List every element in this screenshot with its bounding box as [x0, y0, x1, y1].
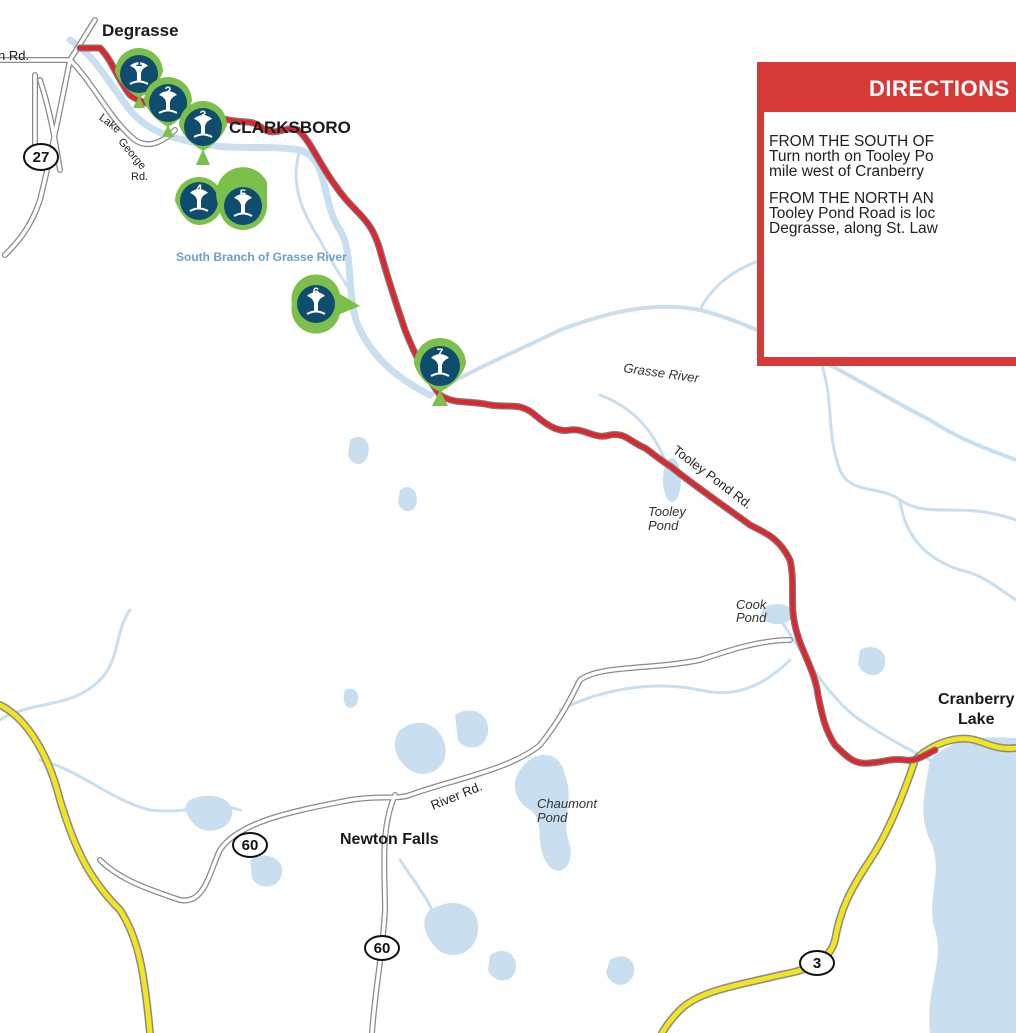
water-features — [185, 436, 1016, 1033]
lake-west-b — [455, 710, 489, 748]
town-cranberry-lake-2: Lake — [958, 711, 995, 728]
tooley-pond-label-1: Tooley — [648, 504, 687, 519]
grasse-river — [428, 304, 1016, 462]
lake-mid-b — [398, 487, 417, 512]
svg-text:7: 7 — [437, 346, 444, 360]
lake-mid-c — [343, 688, 359, 708]
rivers — [0, 36, 1016, 932]
svg-text:60: 60 — [374, 940, 391, 957]
svg-text:3: 3 — [813, 955, 821, 972]
road-label-partial: n Rd. — [0, 48, 29, 63]
cook-pond-label-2: Pond — [736, 610, 767, 625]
from-south-line-2: Turn north on Tooley Po — [769, 148, 934, 165]
waterfall-marker-2[interactable]: 2 — [144, 77, 192, 137]
tooley-pond-label-2: Pond — [648, 518, 679, 533]
directions-title: DIRECTIONS T — [869, 76, 1016, 101]
stream-clarksboro — [294, 148, 352, 292]
lake-george-road-label-3: Rd. — [131, 171, 148, 183]
svg-text:27: 27 — [33, 149, 50, 166]
lake-se — [858, 647, 886, 676]
town-degrasse: Degrasse — [102, 21, 179, 40]
from-north-line-2: Tooley Pond Road is loc — [769, 205, 936, 222]
svg-text:Lake: Lake — [97, 112, 123, 136]
directions-panel: DIRECTIONS T FROM THE SOUTH OF Turn nort… — [757, 62, 1016, 366]
tooley-pond-route — [76, 44, 939, 767]
route-27-shield: 27 — [23, 143, 59, 171]
route-60-shield-west: 60 — [232, 832, 268, 858]
svg-text:5: 5 — [240, 187, 247, 201]
south-branch-label: South Branch of Grasse River — [176, 250, 347, 264]
svg-text:4: 4 — [196, 182, 203, 196]
svg-text:1: 1 — [136, 55, 143, 69]
from-south-line-1: FROM THE SOUTH OF — [769, 133, 935, 150]
route-3-shield: 3 — [799, 950, 835, 976]
svg-text:3: 3 — [200, 108, 207, 122]
town-cranberry-lake-1: Cranberry — [938, 691, 1015, 708]
directions-from-north: FROM THE NORTH AN Tooley Pond Road is lo… — [769, 190, 1016, 237]
town-newton-falls: Newton Falls — [340, 831, 439, 848]
directions-from-south: FROM THE SOUTH OF Turn north on Tooley P… — [769, 133, 1016, 180]
route-line — [77, 45, 938, 766]
waterfall-marker-7[interactable]: 7 — [414, 338, 466, 406]
waterfall-marker-1[interactable]: 1 — [115, 48, 163, 108]
lake-george-road-label: Lake — [97, 112, 123, 136]
stream-south — [398, 858, 442, 932]
svg-text:Grasse River: Grasse River — [623, 360, 701, 386]
state-highways — [0, 701, 1016, 1033]
lake-e — [606, 956, 635, 985]
lake-south-a — [424, 902, 479, 956]
stream-sw — [38, 758, 242, 813]
town-clarksboro: CLARKSBORO — [229, 118, 351, 137]
cranberry-lake-water — [923, 737, 1016, 1033]
chaumont-pond-label-2: Pond — [537, 810, 568, 825]
waterfall-marker-3[interactable]: 3 — [179, 101, 227, 165]
chaumont-pond-water — [514, 754, 571, 871]
chaumont-pond-label-1: Chaumont — [537, 796, 598, 811]
stream-cook — [775, 612, 932, 762]
svg-text:2: 2 — [165, 84, 172, 98]
from-north-line-1: FROM THE NORTH AN — [769, 190, 934, 207]
lake-mid-a — [348, 436, 369, 465]
from-south-line-3: mile west of Cranberry — [769, 163, 925, 180]
waterfall-marker-5[interactable]: 5 — [216, 167, 267, 230]
lake-south-b — [488, 951, 516, 981]
svg-text:60: 60 — [242, 837, 259, 854]
grasse-river-label: Grasse River — [623, 360, 701, 386]
cook-pond-label-1: Cook — [736, 597, 768, 612]
lake-sw-b — [250, 855, 283, 887]
lake-sw-a — [185, 795, 233, 831]
waterfall-marker-4[interactable]: 4 — [175, 177, 223, 225]
stream-west — [0, 608, 132, 722]
stream-ne-1 — [818, 358, 1016, 522]
from-north-line-3: Degrasse, along St. Law — [769, 220, 938, 237]
svg-text:6: 6 — [313, 285, 320, 299]
directions-body: FROM THE SOUTH OF Turn north on Tooley P… — [764, 112, 1016, 357]
waterfall-marker-6[interactable]: 6 — [291, 274, 360, 334]
stream-ne-2 — [898, 498, 1016, 602]
stream-mid — [558, 658, 792, 712]
lake-west-a — [394, 722, 446, 774]
route-60-shield-south: 60 — [364, 935, 400, 961]
